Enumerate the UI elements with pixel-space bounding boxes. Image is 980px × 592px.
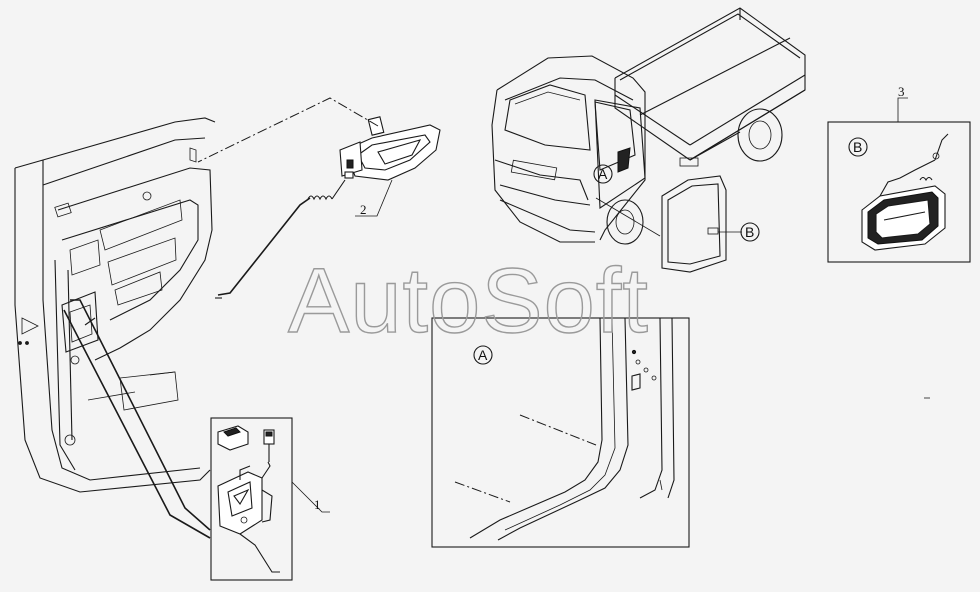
truck-to-panel-leader: [595, 197, 661, 237]
handle-leader-line: [197, 97, 379, 163]
lock-assembly-detail: [210, 417, 293, 581]
door-outer-panel: B: [661, 175, 760, 273]
callout-1: 1: [291, 481, 330, 513]
view-marker-b: [740, 222, 760, 242]
detail-a-door-pillar: A: [431, 317, 690, 548]
detail-b-outer-handle: B: [827, 121, 971, 263]
callout-3: 3: [897, 84, 908, 122]
watermark-text: AutoSoft: [288, 250, 649, 352]
callout-3-label: 3: [898, 84, 905, 99]
inner-handle-rod: [215, 179, 346, 299]
callout-2-label: 2: [360, 202, 367, 217]
detail-b-title: B: [853, 139, 862, 155]
detail-a-title: A: [478, 347, 488, 363]
door-inner-panel: [14, 117, 216, 493]
view-marker-a: [593, 164, 613, 184]
callout-1-label: 1: [314, 497, 321, 512]
lock-control-rod: [63, 299, 211, 539]
callout-2: 2: [355, 179, 393, 217]
view-marker-b-label: B: [745, 224, 754, 240]
inner-door-handle: [339, 116, 441, 181]
truck-illustration: A: [491, 7, 806, 245]
view-marker-a-label: A: [598, 166, 608, 182]
